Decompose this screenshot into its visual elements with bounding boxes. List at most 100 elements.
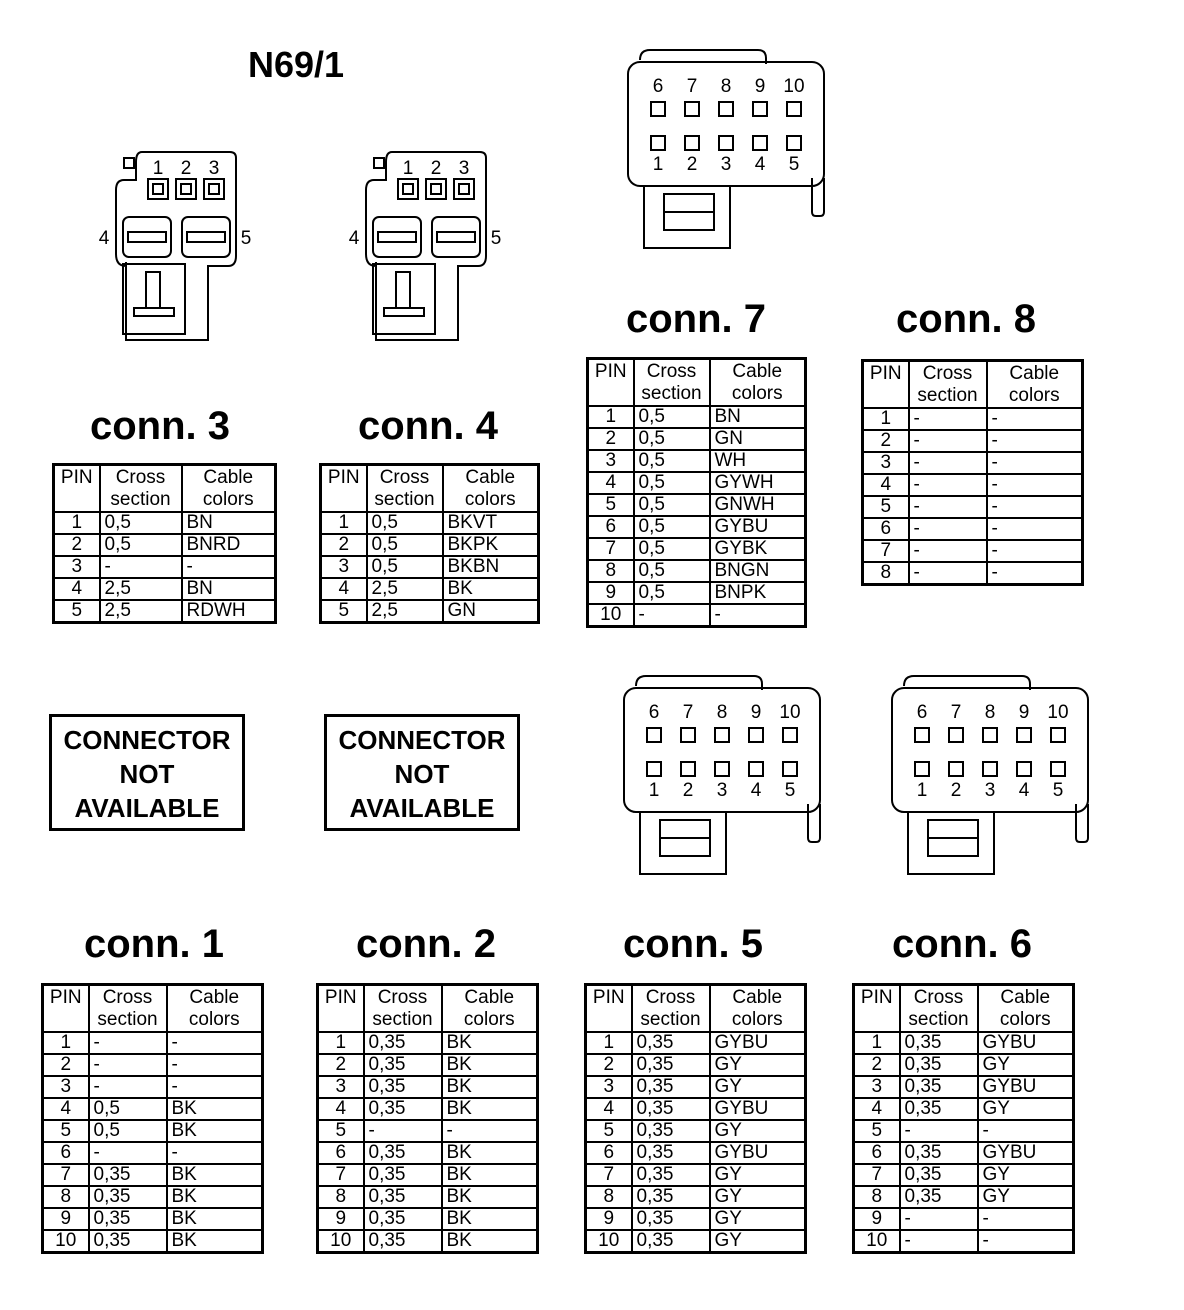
table-row: 3-- xyxy=(52,555,277,579)
cross-section-value: 0,35 xyxy=(87,1185,168,1209)
pin-header: PIN xyxy=(41,983,90,1033)
pin-header: PIN xyxy=(316,983,365,1033)
power-pin-blade xyxy=(186,231,226,243)
cross-section-value: 0,5 xyxy=(365,533,444,557)
cross-section-value: - xyxy=(87,1075,168,1099)
pin-label-top: 6 xyxy=(917,702,928,723)
cable-color-value: GY xyxy=(708,1207,807,1231)
cross-section-value: 0,35 xyxy=(362,1141,443,1165)
pin-number: 1 xyxy=(41,1031,90,1055)
pin-number: 2 xyxy=(586,427,635,451)
pin-number: 6 xyxy=(316,1141,365,1165)
table-row: 1-- xyxy=(41,1031,264,1055)
cable-color-value: BK xyxy=(440,1075,539,1099)
lock-housing xyxy=(122,263,186,335)
cross-section-value: 0,5 xyxy=(632,405,711,429)
pin-number: 8 xyxy=(852,1185,901,1209)
cross-section-value: 2,5 xyxy=(365,577,444,601)
table-row: 6-- xyxy=(861,517,1084,541)
pin-square-bottom xyxy=(718,135,734,151)
pin-square-top xyxy=(948,727,964,743)
pin-number: 2 xyxy=(41,1053,90,1077)
table-row: 6-- xyxy=(41,1141,264,1165)
cable-color-value: BK xyxy=(440,1207,539,1231)
pin-square xyxy=(425,178,447,200)
not-available-line1: CONNECTOR xyxy=(338,725,506,755)
pin-number: 4 xyxy=(861,473,910,497)
cross-section-value: - xyxy=(87,1141,168,1165)
conn1-title: conn. 1 xyxy=(84,922,225,966)
pin-square-top xyxy=(748,727,764,743)
cable-color-value: - xyxy=(985,407,1084,431)
latch-frame xyxy=(639,812,727,875)
pin-label-left: 4 xyxy=(349,228,360,249)
pin-square-bottom xyxy=(782,761,798,777)
pin-square-bottom xyxy=(646,761,662,777)
conn3-title: conn. 3 xyxy=(90,404,231,448)
lock-stem xyxy=(145,271,161,309)
cross-section-value: 0,35 xyxy=(898,1163,979,1187)
table-row: 5-- xyxy=(861,495,1084,519)
table-row: 9-- xyxy=(852,1207,1075,1231)
side-clip xyxy=(811,178,825,217)
table-row: 3-- xyxy=(41,1075,264,1099)
connector-not-available-box-2: CONNECTOR NOT AVAILABLE xyxy=(324,714,520,831)
pin-square-bottom xyxy=(1016,761,1032,777)
connector-top-rim xyxy=(639,49,767,64)
cable-color-value: GYBU xyxy=(708,1097,807,1121)
pin-label-bottom: 5 xyxy=(789,154,800,175)
pin-label: 3 xyxy=(459,158,470,179)
pin-label-bottom: 1 xyxy=(917,780,928,801)
pin-square-inner xyxy=(208,183,220,195)
pin-number: 10 xyxy=(41,1229,90,1254)
cross-section-value: 0,35 xyxy=(630,1075,711,1099)
cross-section-value: 2,5 xyxy=(98,577,183,601)
pin-label-bottom: 3 xyxy=(985,780,996,801)
cable-color-value: GY xyxy=(708,1185,807,1209)
cross-section-value: - xyxy=(87,1031,168,1055)
pin-square-inner xyxy=(180,183,192,195)
pin-square-top xyxy=(718,101,734,117)
cross-section-value: 0,35 xyxy=(362,1053,443,1077)
pin-number: 9 xyxy=(316,1207,365,1231)
cable-color-value: BK xyxy=(165,1163,264,1187)
cable-color-value: - xyxy=(165,1053,264,1077)
pin-square-bottom xyxy=(680,761,696,777)
pin-number: 5 xyxy=(852,1119,901,1143)
cross-section-value: - xyxy=(87,1053,168,1077)
cable-color-value: BK xyxy=(440,1097,539,1121)
cable-color-value: BN xyxy=(180,511,277,535)
pin-label-top: 9 xyxy=(755,76,766,97)
latch-tab xyxy=(373,157,385,169)
cable-color-value: GY xyxy=(708,1053,807,1077)
pin-header: PIN xyxy=(52,463,101,513)
cross-section-value: 0,35 xyxy=(362,1207,443,1231)
pin-number: 7 xyxy=(852,1163,901,1187)
pin-label-bottom: 2 xyxy=(951,780,962,801)
cross-section-value: 0,35 xyxy=(87,1163,168,1187)
cross-section-value: 0,35 xyxy=(362,1097,443,1121)
pin-square-top xyxy=(786,101,802,117)
pin-square-top xyxy=(646,727,662,743)
cross-section-value: 0,5 xyxy=(87,1097,168,1121)
pin-number: 4 xyxy=(586,471,635,495)
cross-section-value: 0,5 xyxy=(365,511,444,535)
cable-color-value: - xyxy=(180,555,277,579)
pin-number: 4 xyxy=(319,577,368,601)
